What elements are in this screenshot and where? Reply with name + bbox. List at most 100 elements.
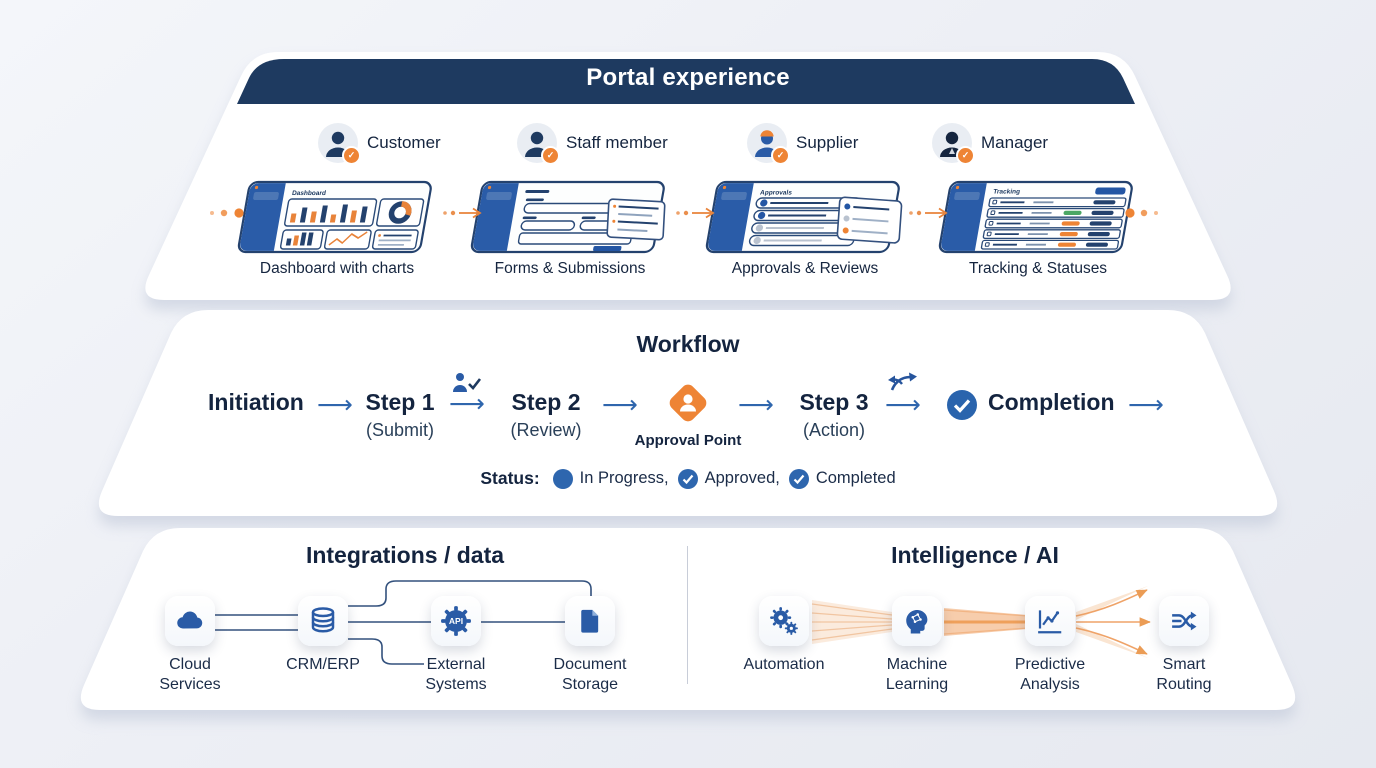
persona-manager: ✓ Manager	[932, 122, 1049, 165]
workflow-approval-point: Approval Point	[624, 379, 752, 449]
node-label: Automation	[743, 656, 825, 673]
screen-caption: Tracking & Statuses	[968, 260, 1108, 277]
integrations-title: Integrations / data	[305, 542, 505, 568]
node-label: CRM/ERP	[286, 656, 360, 673]
status-item-label: Approved,	[704, 469, 780, 487]
approvals-overlay-card	[836, 196, 903, 244]
step-sub-label: (Submit)	[365, 420, 434, 440]
status-check-icon	[677, 468, 698, 489]
bottom-card	[80, 528, 1296, 710]
forms-overlay-card	[606, 198, 666, 241]
dotted-arrow-icon	[676, 207, 715, 219]
screen-caption: Dashboard with charts	[259, 260, 415, 277]
node-label: External Systems	[425, 656, 487, 693]
check-badge-icon: ✓	[541, 146, 560, 165]
approvals-screen-mockup: Approvals	[705, 180, 903, 254]
status-dot-icon	[552, 468, 573, 489]
workflow-completion: Completion	[988, 389, 1115, 415]
step-label: Step 2	[511, 389, 581, 415]
flow-arrow-icon: ⟶	[317, 390, 353, 419]
node-cloud-services: Cloud Services	[128, 596, 252, 694]
flow-arrow-icon: ⟶	[1128, 390, 1164, 419]
edge-dots-right-icon	[1125, 208, 1158, 218]
step-label: Step 3	[799, 389, 869, 415]
completion-check-icon	[947, 390, 977, 420]
flow-arrow-icon: ⟶	[602, 390, 638, 419]
node-document-storage: Document Storage	[528, 596, 652, 694]
svg-text:Approvals: Approvals	[759, 190, 792, 197]
persona-label: Manager	[981, 133, 1049, 152]
check-badge-icon: ✓	[771, 146, 790, 165]
node-label: Predictive Analysis	[1014, 656, 1086, 693]
flow-arrow-icon: ⟶	[885, 390, 921, 419]
persona-label: Supplier	[796, 133, 859, 152]
ai-beams	[811, 586, 1151, 658]
section-divider	[687, 546, 688, 684]
status-check-icon	[788, 468, 809, 489]
integration-connectors	[215, 580, 592, 665]
person-check-icon	[452, 373, 481, 392]
workflow-title: Workflow	[636, 331, 740, 357]
svg-text:Tracking: Tracking	[993, 189, 1021, 196]
persona-label: Staff member	[566, 133, 668, 152]
action-transition: ⟶	[885, 370, 921, 417]
dashboard-screen-mockup: Dashboard	[237, 180, 432, 254]
screen-caption: Approvals & Reviews	[731, 260, 879, 277]
node-predictive-analysis: Predictive Analysis	[988, 596, 1112, 694]
status-item-label: In Progress,	[579, 469, 669, 487]
api-gear-icon: API	[431, 596, 481, 646]
svg-text:API: API	[449, 616, 463, 626]
manager-avatar-icon: ✓	[932, 123, 975, 165]
workflow-step-3: Step 3 (Action)	[792, 389, 876, 441]
submit-transition: ⟶	[449, 372, 485, 416]
ml-head-icon	[892, 596, 942, 646]
check-badge-icon: ✓	[342, 146, 361, 165]
workflow-initiation: Initiation	[208, 389, 304, 415]
status-completed: Completed	[788, 468, 896, 489]
check-badge-icon: ✓	[956, 146, 975, 165]
supplier-avatar-icon: ✓	[747, 123, 790, 165]
trend-chart-icon	[1025, 596, 1075, 646]
step-sub-label: (Review)	[510, 420, 582, 440]
gears-icon	[759, 596, 809, 646]
status-legend: Status: In Progress, Approved, Completed	[0, 468, 1376, 489]
node-smart-routing: Smart Routing	[1122, 596, 1246, 694]
tracking-screen-mockup: Tracking	[938, 180, 1133, 254]
node-crm-erp: CRM/ERP	[261, 596, 385, 675]
persona-label: Customer	[367, 133, 441, 152]
routing-icon	[1159, 596, 1209, 646]
node-label: Smart Routing	[1156, 656, 1212, 693]
approval-diamond-icon	[669, 384, 707, 422]
branch-arrows-icon	[887, 372, 917, 391]
forms-screen-mockup	[470, 180, 666, 254]
portal-title: Portal experience	[586, 64, 790, 91]
edge-dots-left-icon	[210, 208, 244, 218]
portal-banner	[237, 59, 1135, 104]
persona-customer: ✓ Customer	[318, 122, 441, 165]
screen-caption: Forms & Submissions	[494, 260, 646, 277]
flow-arrow-icon: ⟶	[738, 390, 774, 419]
database-icon	[298, 596, 348, 646]
approval-point-label: Approval Point	[634, 432, 742, 449]
customer-avatar-icon: ✓	[318, 123, 361, 165]
dotted-arrow-icon	[909, 207, 948, 219]
node-machine-learning: Machine Learning	[855, 596, 979, 694]
staff-avatar-icon: ✓	[517, 123, 560, 165]
step-label: Step 1	[365, 389, 435, 415]
svg-text:Dashboard: Dashboard	[291, 190, 326, 197]
persona-staff-member: ✓ Staff member	[517, 122, 668, 165]
status-in-progress: In Progress,	[552, 468, 669, 489]
flow-arrow-icon: ⟶	[449, 389, 485, 418]
node-label: Cloud Services	[159, 656, 221, 693]
persona-supplier: ✓ Supplier	[747, 122, 859, 165]
document-icon	[565, 596, 615, 646]
workflow-step-1: Step 1 (Submit)	[358, 389, 442, 441]
dotted-arrow-icon	[443, 207, 482, 219]
intelligence-title: Intelligence / AI	[891, 542, 1059, 568]
node-external-systems: API External Systems	[394, 596, 518, 694]
node-label: Machine Learning	[885, 656, 949, 693]
workflow-step-2: Step 2 (Review)	[504, 389, 588, 441]
node-automation: Automation	[722, 596, 846, 675]
status-approved: Approved,	[677, 468, 780, 489]
cloud-icon	[165, 596, 215, 646]
